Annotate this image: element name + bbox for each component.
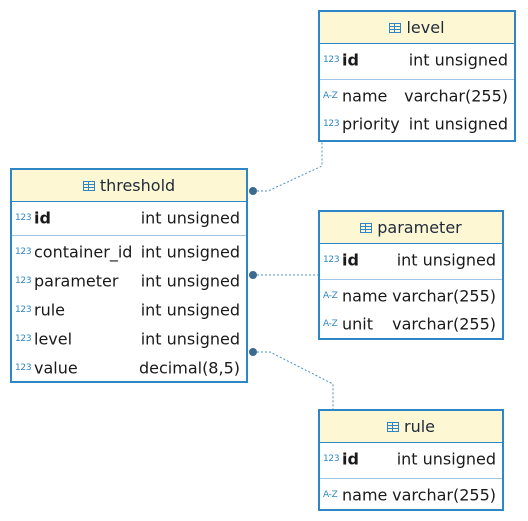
column-name: parameter <box>34 271 119 290</box>
numeric-type-icon: 123 <box>15 213 32 223</box>
numeric-type-icon: 123 <box>323 55 340 65</box>
column-type: int unsigned <box>408 50 508 70</box>
column-type: int unsigned <box>140 242 240 261</box>
pk-divider <box>320 478 502 479</box>
numeric-type-icon: 123 <box>15 304 32 315</box>
table-icon <box>360 223 373 233</box>
column-name: name <box>342 286 388 306</box>
table-icon <box>389 23 402 33</box>
fk-rule-end-dot <box>249 348 257 356</box>
column-type: int unsigned <box>140 300 240 319</box>
numeric-type-icon: 123 <box>15 275 32 286</box>
entity-level[interactable]: level 123 id int unsigned A-Z name varch… <box>318 10 516 142</box>
numeric-type-icon: 123 <box>15 333 32 344</box>
text-type-icon: A-Z <box>323 291 338 301</box>
column-type: int unsigned <box>396 250 496 270</box>
column-row[interactable]: 123 value decimal(8,5) <box>12 353 246 382</box>
entity-threshold-header[interactable]: threshold <box>12 170 246 202</box>
column-row[interactable]: 123 rule int unsigned <box>12 295 246 324</box>
column-row[interactable]: A-Z name varchar(255) <box>320 81 514 111</box>
column-type: varchar(255) <box>392 485 496 505</box>
column-name: priority <box>342 114 400 134</box>
entity-title: threshold <box>99 176 176 195</box>
entity-title: level <box>406 18 445 37</box>
column-name: unit <box>342 314 373 334</box>
column-row[interactable]: 123 parameter int unsigned <box>12 266 246 295</box>
numeric-type-icon: 123 <box>323 119 340 129</box>
column-row[interactable]: A-Z unit varchar(255) <box>320 309 502 339</box>
table-icon <box>82 181 95 191</box>
column-row[interactable]: 123 id int unsigned <box>320 45 514 75</box>
text-type-icon: A-Z <box>323 91 338 101</box>
column-name: level <box>34 329 73 348</box>
fk-parameter-end-dot <box>249 271 257 279</box>
column-type: varchar(255) <box>392 286 496 306</box>
text-type-icon: A-Z <box>323 319 338 329</box>
fk-threshold-level-line <box>253 142 323 192</box>
column-name: container_id <box>34 242 133 261</box>
fk-threshold-rule-line <box>253 351 334 409</box>
pk-divider <box>12 235 246 236</box>
entity-title: rule <box>403 417 435 436</box>
entity-rule-header[interactable]: rule <box>320 411 502 443</box>
numeric-type-icon: 123 <box>15 246 32 257</box>
column-type: decimal(8,5) <box>138 358 240 377</box>
column-type: int unsigned <box>396 449 496 469</box>
column-type: int unsigned <box>140 208 240 228</box>
column-row[interactable]: 123 id int unsigned <box>320 245 502 275</box>
column-row[interactable]: 123 id int unsigned <box>320 444 502 474</box>
entity-title: parameter <box>377 218 462 237</box>
column-row[interactable]: 123 container_id int unsigned <box>12 237 246 266</box>
numeric-type-icon: 123 <box>323 454 340 464</box>
column-row[interactable]: 123 id int unsigned <box>12 203 246 233</box>
pk-divider <box>320 279 502 280</box>
column-name: name <box>342 485 388 505</box>
column-type: varchar(255) <box>404 86 508 106</box>
column-row[interactable]: 123 level int unsigned <box>12 324 246 353</box>
entity-parameter[interactable]: parameter 123 id int unsigned A-Z name v… <box>318 210 504 340</box>
pk-divider <box>320 79 514 80</box>
numeric-type-icon: 123 <box>323 255 340 265</box>
column-name: name <box>342 86 388 106</box>
column-name: id <box>342 50 359 70</box>
entity-rule[interactable]: rule 123 id int unsigned A-Z name varcha… <box>318 409 504 511</box>
table-icon <box>386 422 399 432</box>
fk-level-end-dot <box>249 187 257 195</box>
column-name: rule <box>34 300 66 319</box>
column-type: int unsigned <box>140 271 240 290</box>
column-name: id <box>342 449 359 469</box>
column-name: id <box>342 250 359 270</box>
column-row[interactable]: A-Z name varchar(255) <box>320 480 502 510</box>
column-name: id <box>34 208 51 228</box>
entity-parameter-header[interactable]: parameter <box>320 212 502 244</box>
entity-threshold[interactable]: threshold 123 id int unsigned 123 contai… <box>10 168 248 383</box>
column-row[interactable]: 123 priority int unsigned <box>320 109 514 139</box>
column-type: int unsigned <box>408 114 508 134</box>
numeric-type-icon: 123 <box>15 362 32 373</box>
column-name: value <box>34 358 78 377</box>
entity-level-header[interactable]: level <box>320 12 514 44</box>
column-row[interactable]: A-Z name varchar(255) <box>320 281 502 311</box>
text-type-icon: A-Z <box>323 490 338 500</box>
column-type: int unsigned <box>140 329 240 348</box>
column-type: varchar(255) <box>392 314 496 334</box>
